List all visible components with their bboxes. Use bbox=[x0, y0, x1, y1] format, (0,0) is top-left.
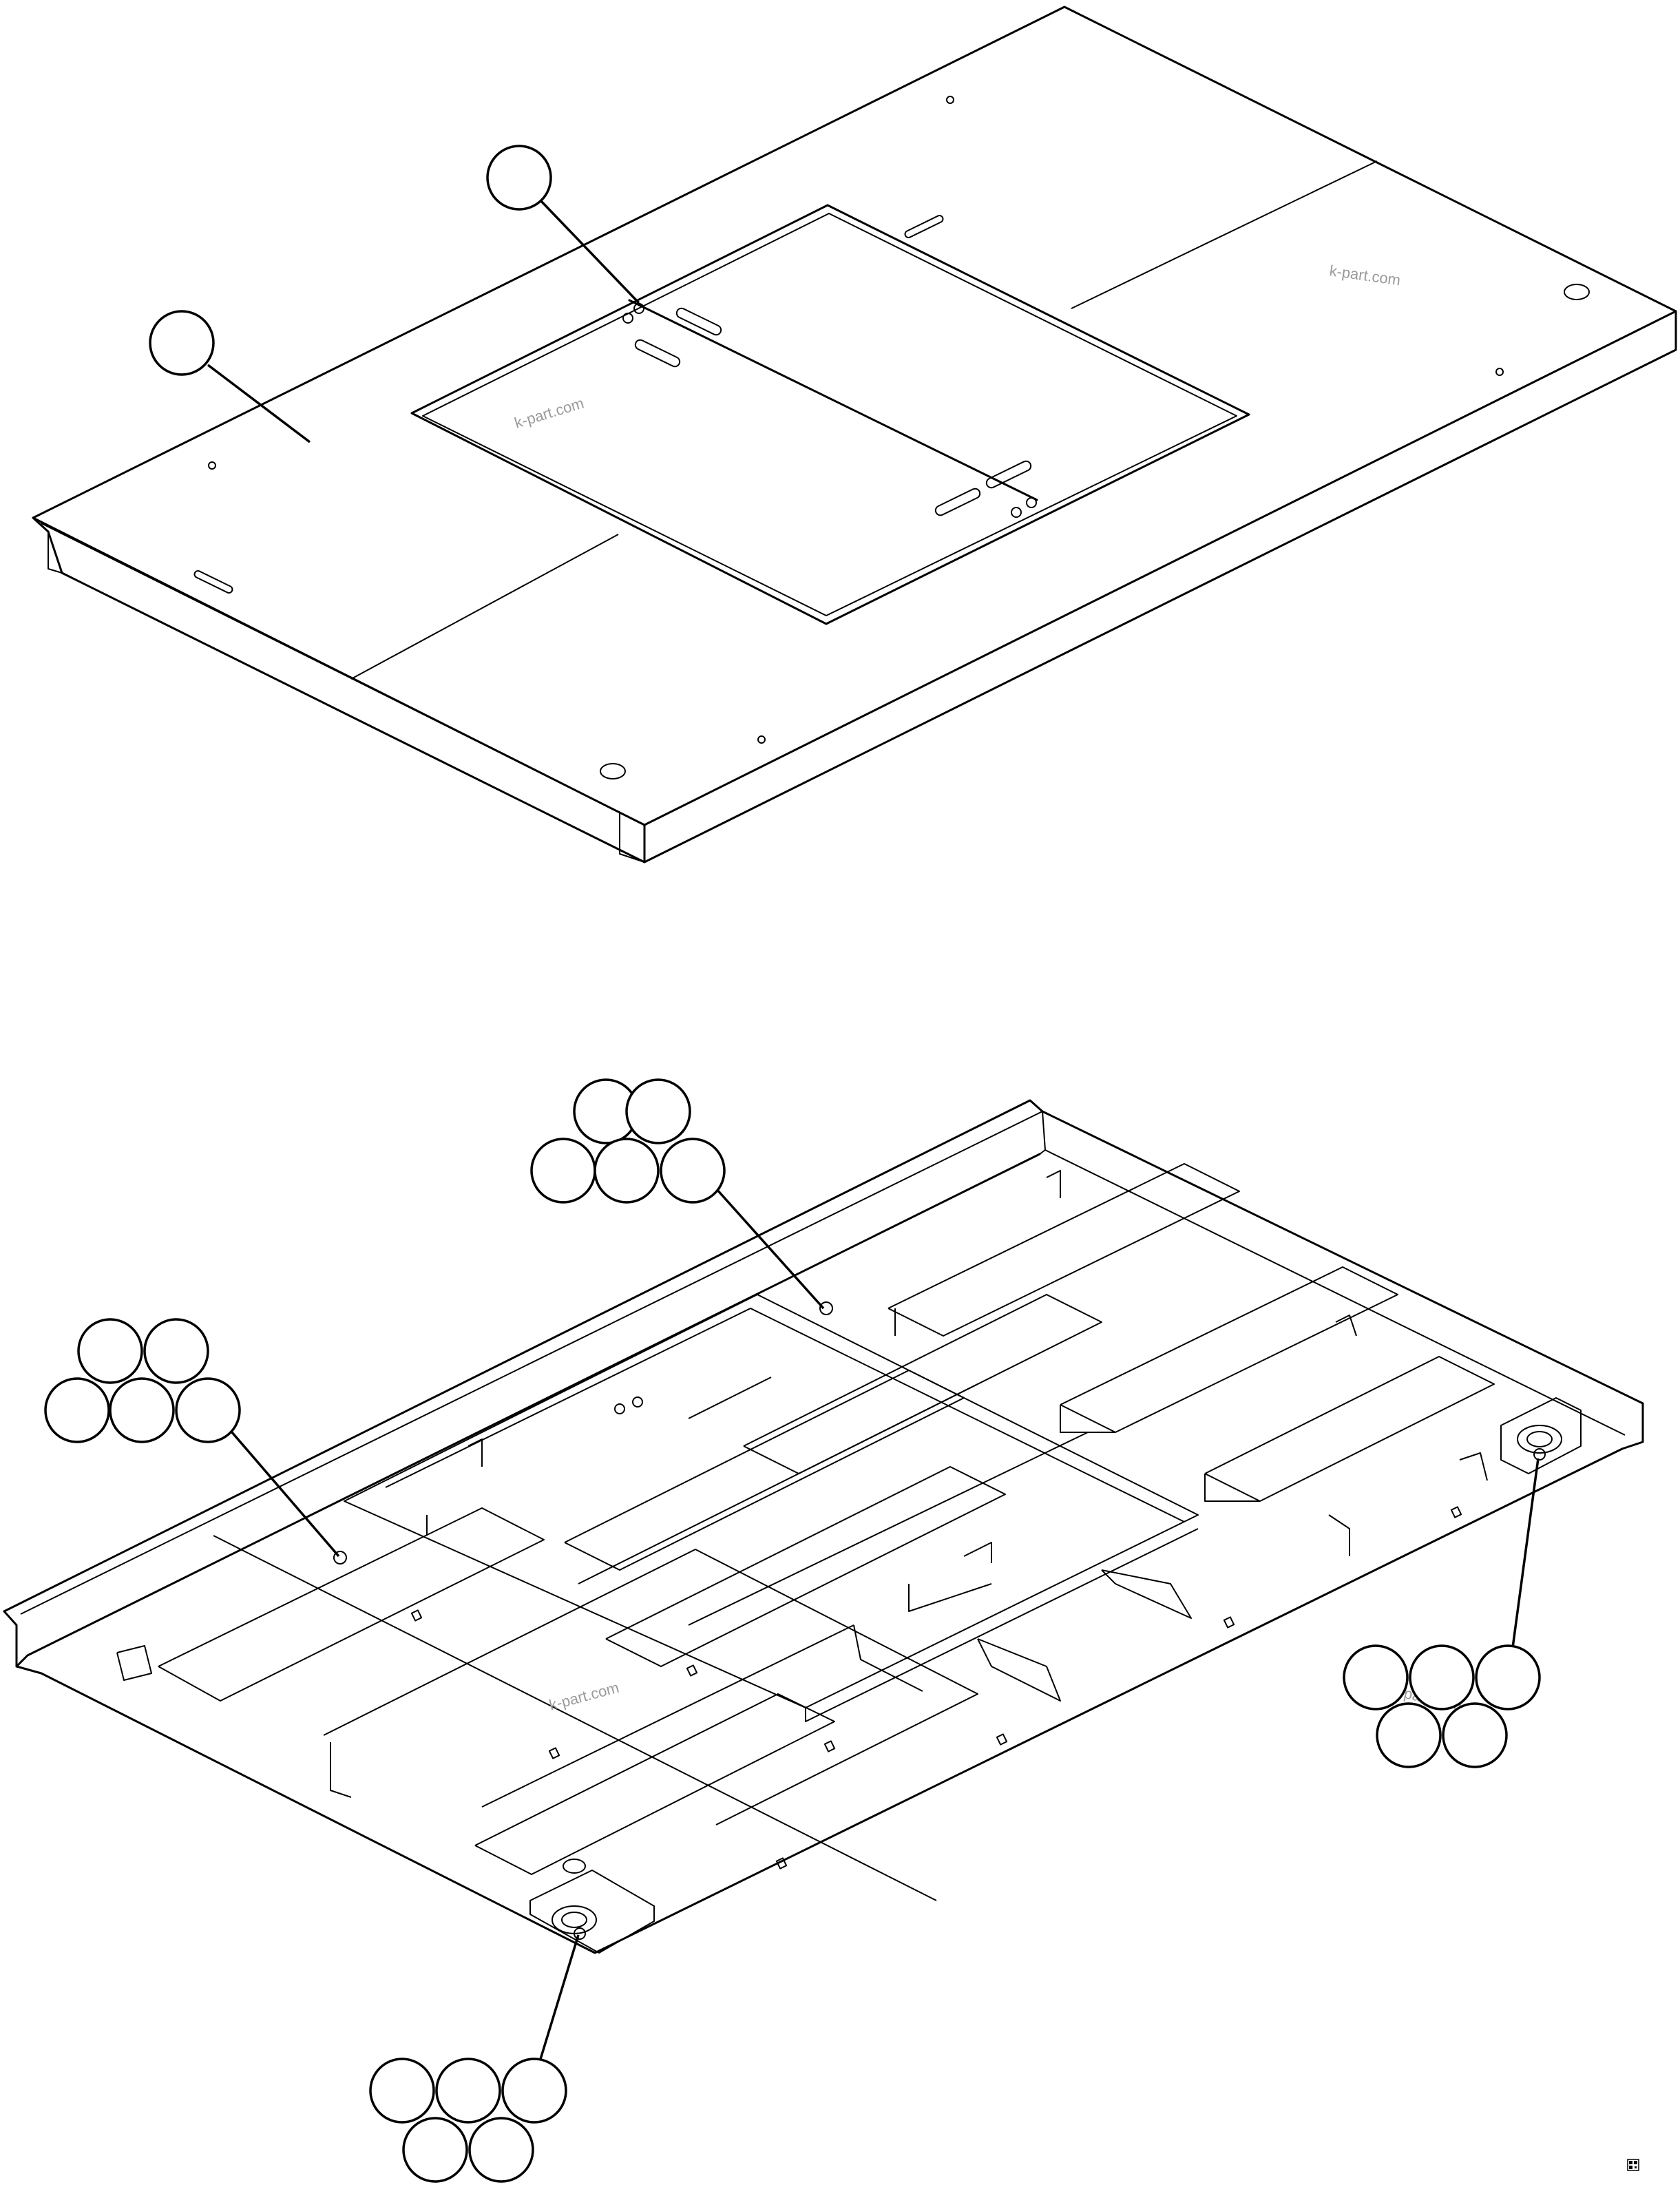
bottom-frame: k-part.com k-part.com bbox=[3, 1099, 1644, 1954]
hatch-fasteners bbox=[622, 303, 1037, 518]
frame-ribs bbox=[158, 1163, 1495, 1901]
hatch-slots bbox=[193, 215, 1032, 594]
callout-cluster-bottom bbox=[369, 1934, 580, 2183]
callout-cluster-upper bbox=[530, 1078, 825, 1310]
callout-cluster-left bbox=[44, 1318, 340, 1558]
hatch-underside bbox=[344, 1294, 1199, 1722]
callout-balloon bbox=[486, 145, 552, 211]
watermark-bottom-left: k-part.com bbox=[547, 1679, 621, 1714]
watermark-top-left: k-part.com bbox=[512, 394, 586, 431]
mount-pad-right bbox=[1500, 1397, 1582, 1474]
panel-holes bbox=[208, 96, 1590, 779]
top-panel: k-part.com k-part.com bbox=[32, 6, 1677, 864]
callout-group-top bbox=[149, 145, 640, 443]
mount-pad-left bbox=[529, 1859, 655, 1954]
frame-fasteners bbox=[116, 1170, 1488, 1870]
callout-balloon bbox=[149, 310, 215, 376]
watermark-top-right: k-part.com bbox=[1328, 262, 1401, 289]
qr-code-icon bbox=[1627, 2159, 1639, 2171]
callout-cluster-right bbox=[1343, 1458, 1541, 1768]
